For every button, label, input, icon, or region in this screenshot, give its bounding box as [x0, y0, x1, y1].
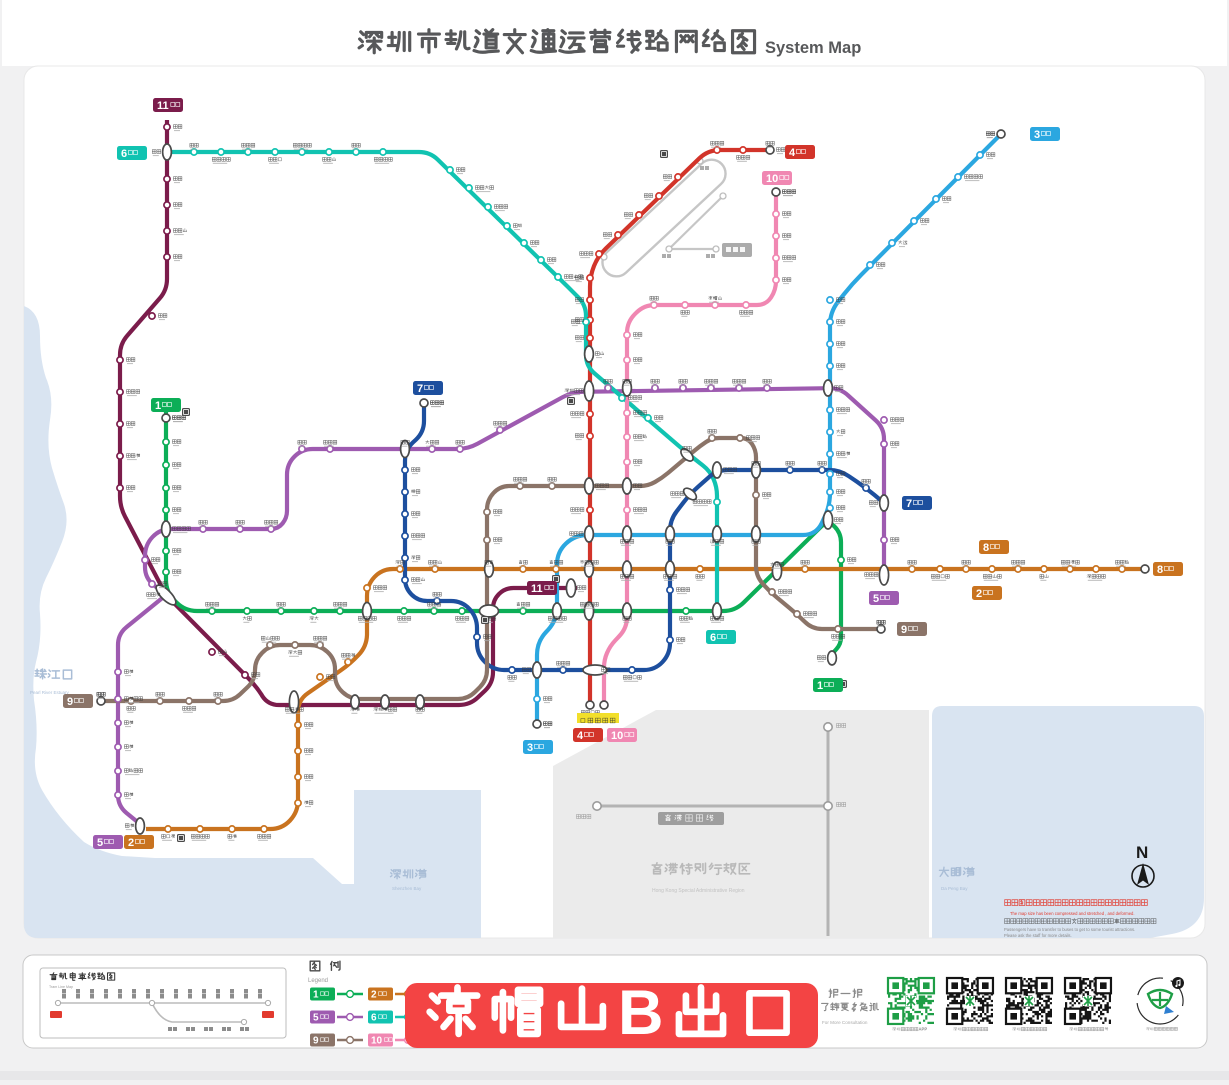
svg-text:3: 3 — [1034, 129, 1040, 141]
svg-text:11: 11 — [531, 583, 543, 595]
svg-text:Legend: Legend — [308, 978, 328, 984]
svg-text:4: 4 — [577, 730, 584, 742]
svg-text:2: 2 — [976, 588, 982, 600]
svg-text:10: 10 — [371, 1036, 383, 1047]
svg-text:System Map: System Map — [765, 39, 861, 57]
svg-text:11: 11 — [157, 100, 169, 112]
svg-text:8: 8 — [1157, 564, 1163, 576]
svg-text:10: 10 — [611, 730, 623, 742]
svg-text:6: 6 — [121, 148, 127, 160]
svg-text:7: 7 — [417, 383, 423, 395]
svg-text:5: 5 — [313, 1013, 319, 1024]
svg-text:Pearl River Estuary: Pearl River Estuary — [30, 690, 70, 695]
svg-text:5: 5 — [873, 593, 879, 605]
svg-text:B: B — [618, 978, 664, 1048]
svg-text:3: 3 — [527, 742, 533, 754]
svg-text:9: 9 — [901, 624, 907, 636]
svg-text:6: 6 — [710, 632, 716, 644]
svg-text:10: 10 — [766, 173, 778, 185]
svg-text:2: 2 — [128, 837, 134, 849]
svg-text:APP: APP — [919, 1027, 928, 1032]
svg-text:Please ask the staff for more: Please ask the staff for more details. — [1004, 933, 1072, 938]
svg-text:2: 2 — [371, 990, 377, 1001]
svg-text:Hong Kong Special Administrati: Hong Kong Special Administrative Region — [652, 888, 745, 894]
svg-text:For More Consultation: For More Consultation — [822, 1020, 868, 1025]
svg-text:1: 1 — [313, 990, 319, 1001]
svg-text:N: N — [1136, 843, 1148, 862]
svg-text:Tram Line Map: Tram Line Map — [49, 985, 73, 989]
svg-text:9: 9 — [67, 696, 73, 708]
svg-text:1: 1 — [817, 680, 823, 692]
svg-text:1: 1 — [155, 400, 161, 412]
svg-text:Passengers have to transfer to: Passengers have to transfer to buses to … — [1004, 927, 1135, 932]
svg-text:Da Peng Bay: Da Peng Bay — [941, 886, 968, 891]
svg-text:8: 8 — [983, 542, 989, 554]
svg-text:5: 5 — [97, 837, 103, 849]
svg-text:6: 6 — [371, 1013, 377, 1024]
svg-text:7: 7 — [906, 498, 912, 510]
svg-text:The map size has been compress: The map size has been compressed and str… — [1010, 911, 1135, 916]
svg-text:4: 4 — [789, 147, 796, 159]
svg-text:Shenzhen Bay: Shenzhen Bay — [392, 886, 422, 891]
svg-text:9: 9 — [313, 1036, 319, 1047]
